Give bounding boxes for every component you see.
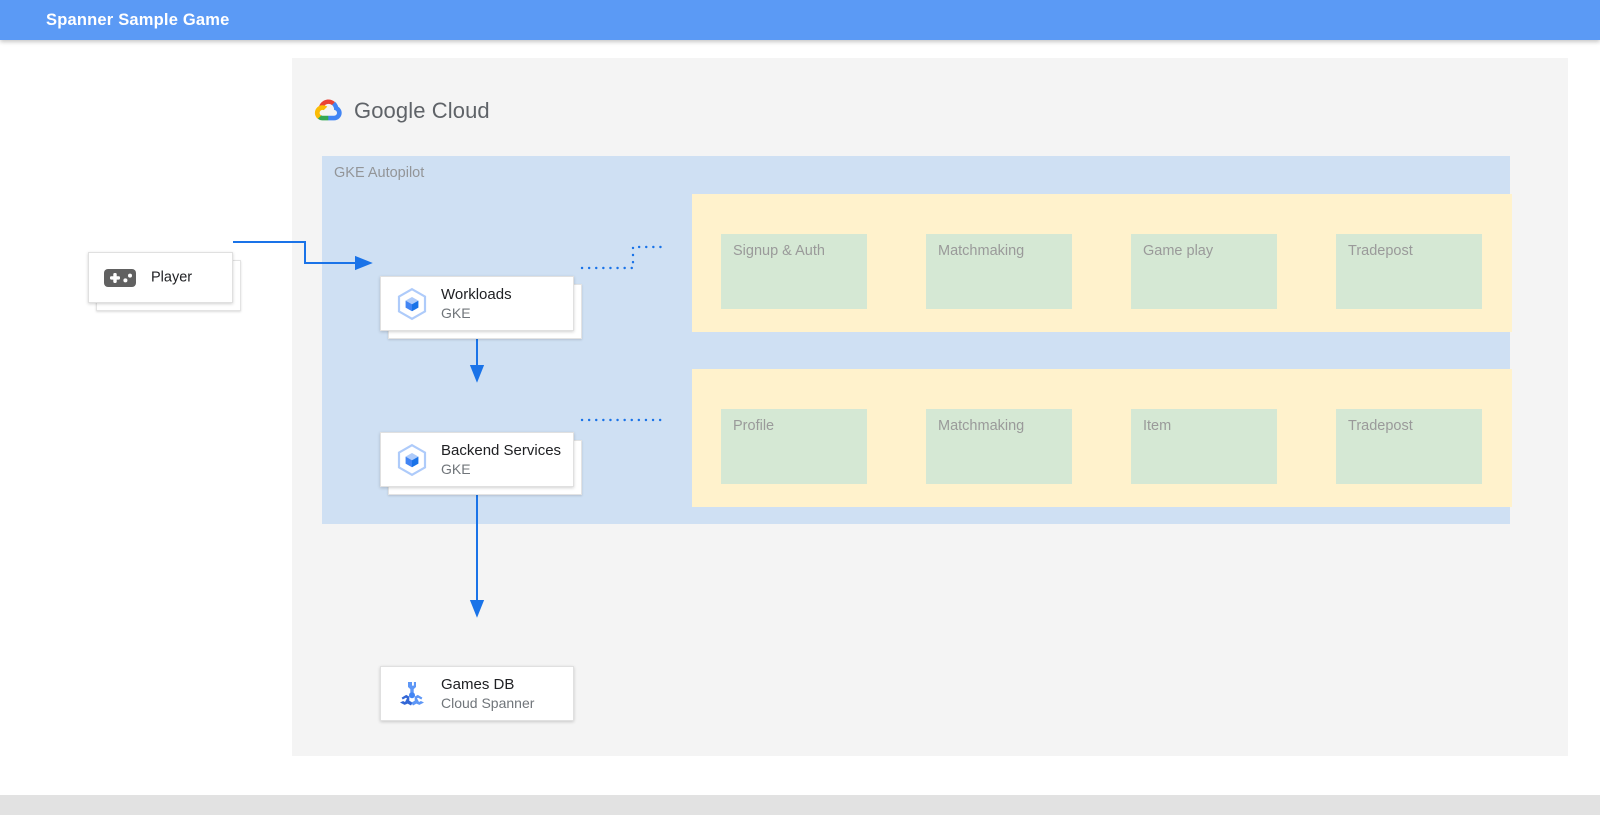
service-box[interactable]: Profile xyxy=(721,409,867,484)
service-box-label: Tradepost xyxy=(1348,243,1413,259)
google-cloud-wordmark: Google Cloud xyxy=(354,94,490,128)
node-title: Player xyxy=(151,269,193,285)
node-card-text: Backend Services GKE xyxy=(441,441,561,479)
node-subtitle: Cloud Spanner xyxy=(441,694,535,711)
service-box-label: Matchmaking xyxy=(938,418,1025,434)
node-backend-services[interactable]: Backend Services GKE xyxy=(380,432,582,495)
node-subtitle: GKE xyxy=(441,304,471,321)
gke-hexagon-icon xyxy=(395,443,429,477)
service-box[interactable]: Item xyxy=(1131,409,1277,484)
google-cloud-logo-icon xyxy=(314,98,344,122)
cloud-spanner-icon xyxy=(395,677,429,711)
google-cloud-branding: Google Cloud xyxy=(314,94,490,128)
service-box[interactable]: Tradepost xyxy=(1336,234,1482,309)
node-player[interactable]: Player xyxy=(88,252,241,311)
node-card[interactable]: Games DB Cloud Spanner xyxy=(380,666,574,721)
node-title: Backend Services xyxy=(441,441,562,459)
google-cloud-panel: Google Cloud GKE Autopilot Signup & Auth… xyxy=(292,58,1568,756)
gke-autopilot-zone: GKE Autopilot Signup & Auth Matchmaking … xyxy=(322,156,1512,524)
service-box-label: Matchmaking xyxy=(938,243,1025,259)
gke-hexagon-icon xyxy=(395,287,429,321)
service-box-label: Game play xyxy=(1143,243,1214,259)
backend-service-group: Profile Matchmaking Item Tradepost xyxy=(692,369,1512,507)
node-subtitle: GKE xyxy=(441,460,471,477)
node-card[interactable]: Workloads GKE xyxy=(380,276,574,331)
service-box-label: Tradepost xyxy=(1348,418,1413,434)
node-games-db[interactable]: Games DB Cloud Spanner xyxy=(380,666,574,721)
service-box[interactable]: Matchmaking xyxy=(926,409,1072,484)
node-card-text: Player xyxy=(151,268,192,287)
app-header-bar: Spanner Sample Game xyxy=(0,0,1600,40)
gke-autopilot-label: GKE Autopilot xyxy=(334,165,425,181)
node-card-text: Workloads GKE xyxy=(441,285,512,323)
node-card-text: Games DB Cloud Spanner xyxy=(441,675,534,713)
service-box[interactable]: Tradepost xyxy=(1336,409,1482,484)
workloads-service-group: Signup & Auth Matchmaking Game play Trad… xyxy=(692,194,1512,332)
node-card[interactable]: Backend Services GKE xyxy=(380,432,574,487)
node-title: Workloads xyxy=(441,285,512,303)
bottom-status-strip xyxy=(0,795,1600,815)
service-box-label: Signup & Auth xyxy=(733,243,825,259)
node-title: Games DB xyxy=(441,675,515,693)
service-box[interactable]: Signup & Auth xyxy=(721,234,867,309)
gamepad-icon xyxy=(103,261,137,295)
service-box-label: Profile xyxy=(733,418,775,434)
node-workloads[interactable]: Workloads GKE xyxy=(380,276,582,339)
google-wordmark-secondary: Cloud xyxy=(431,98,490,123)
app-title: Spanner Sample Game xyxy=(46,11,230,29)
node-card[interactable]: Player xyxy=(88,252,233,303)
architecture-diagram-canvas: Google Cloud GKE Autopilot Signup & Auth… xyxy=(0,40,1600,775)
service-box-label: Item xyxy=(1143,418,1172,434)
service-box[interactable]: Matchmaking xyxy=(926,234,1072,309)
google-wordmark-primary: Google xyxy=(354,98,426,123)
service-box[interactable]: Game play xyxy=(1131,234,1277,309)
